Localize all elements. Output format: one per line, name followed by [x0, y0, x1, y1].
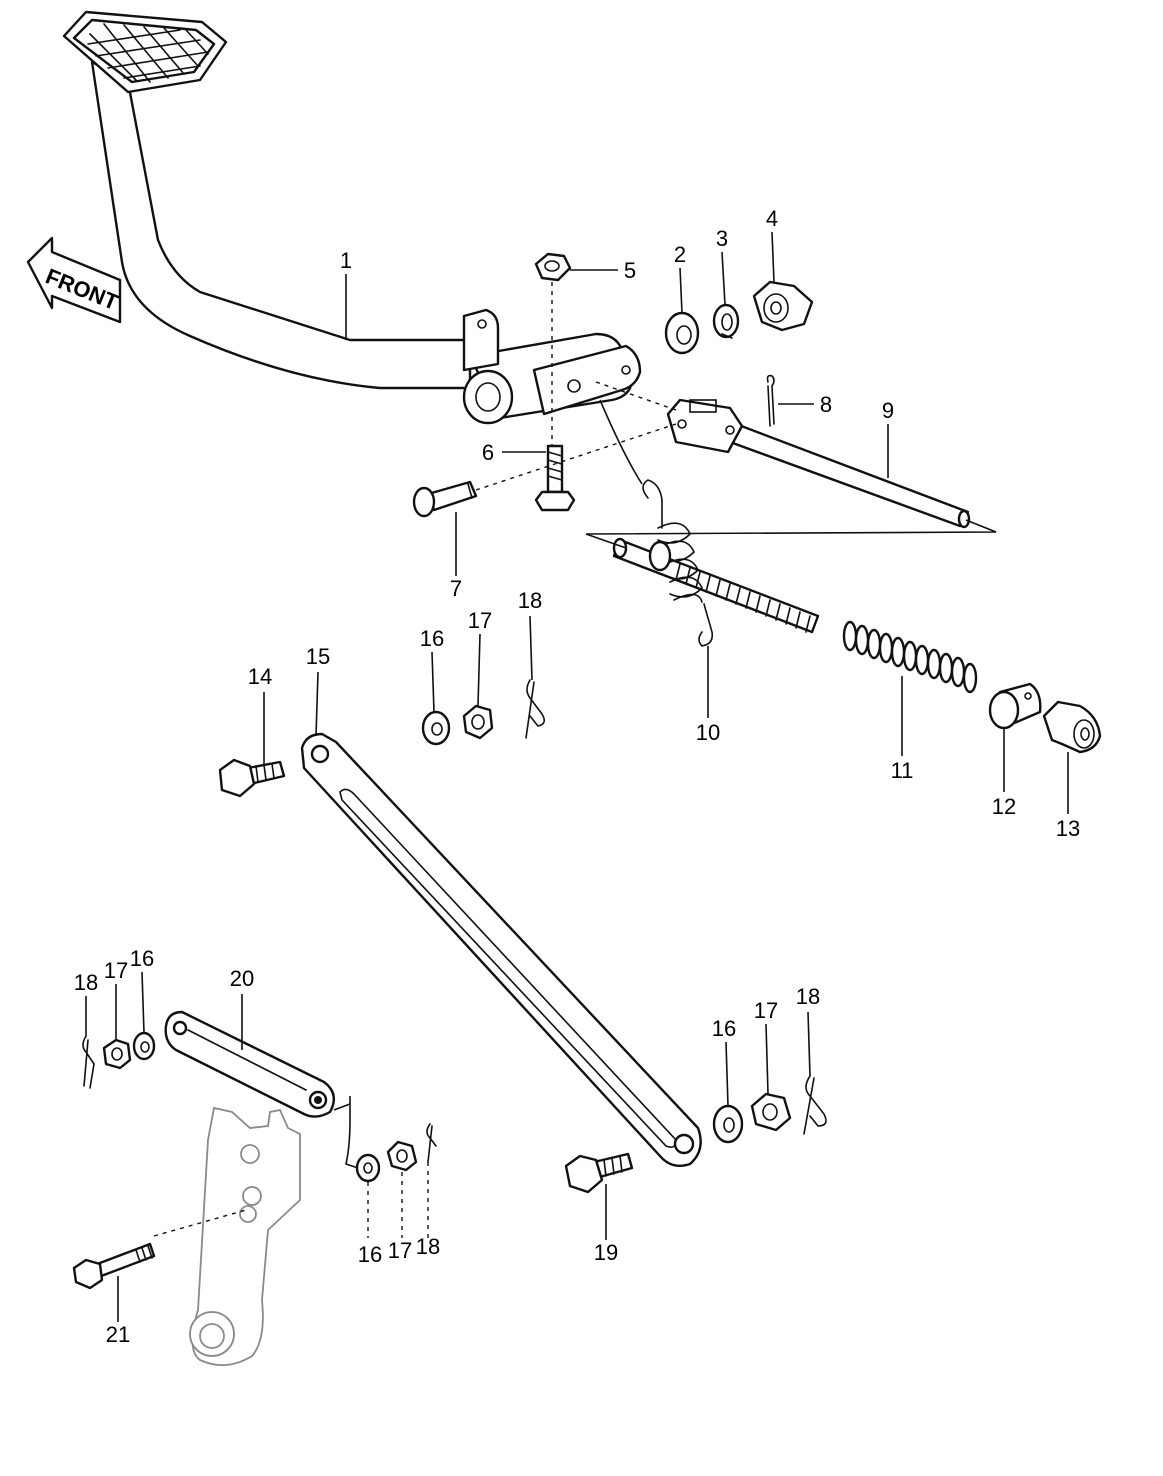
swingarm-frame-outline [189, 1106, 301, 1366]
part-washer-16-top [421, 710, 451, 746]
part-nut-17-right [750, 1092, 792, 1132]
brake-pedal [62, 10, 642, 425]
callout-18-left: 18 [74, 970, 98, 995]
callout-16-left: 16 [130, 946, 154, 971]
part-lock-washer-3 [712, 303, 740, 339]
callout-9: 9 [882, 398, 894, 423]
callout-11: 11 [891, 758, 914, 783]
part-adjusting-nut-13 [1042, 700, 1102, 754]
callout-1: 1 [340, 248, 352, 273]
part-bolt-21 [72, 1242, 156, 1290]
callout-21: 21 [106, 1322, 130, 1347]
callout-20: 20 [230, 966, 254, 991]
callout-leaders [85, 231, 1069, 1322]
pedal-foot-pad [62, 10, 228, 94]
part-bolt-6 [534, 444, 576, 512]
part-cotter-pin-8 [766, 374, 775, 427]
assembly-lines [153, 282, 997, 1238]
front-direction-arrow: FRONT [26, 236, 122, 324]
callout-6: 6 [482, 440, 494, 465]
callout-16-right: 16 [712, 1016, 736, 1041]
part-torque-link-15 [300, 732, 702, 1167]
part-bolt-14 [218, 758, 286, 798]
callout-18-bottom: 18 [416, 1234, 440, 1259]
callout-8: 8 [820, 392, 832, 417]
part-nut-5 [534, 252, 572, 282]
part-spring-11 [842, 620, 978, 694]
callout-12: 12 [992, 794, 1016, 819]
part-clevis-pin-7 [412, 480, 478, 518]
part-clip-18-bottom [426, 1123, 437, 1163]
part-nut-17-left [102, 1038, 132, 1070]
part-washer-16-right [712, 1104, 744, 1144]
callout-14: 14 [248, 664, 272, 689]
callout-15: 15 [306, 644, 330, 669]
callout-18-top: 18 [518, 588, 542, 613]
part-clip-18-left [82, 1035, 95, 1089]
part-joint-12 [988, 682, 1042, 730]
callout-17-bottom: 17 [388, 1238, 412, 1263]
part-nut-17-bottom [386, 1140, 418, 1172]
callout-18-right: 18 [796, 984, 820, 1009]
part-clip-18-top [525, 679, 546, 739]
callout-labels: 1 2 3 4 5 6 7 8 9 10 11 12 13 14 15 16 1… [74, 206, 1080, 1347]
callout-5: 5 [624, 258, 636, 283]
part-washer-16-left [132, 1031, 156, 1061]
callout-16-top: 16 [420, 626, 444, 651]
callout-7: 7 [450, 576, 462, 601]
part-brake-rod-9 [666, 398, 971, 529]
part-cap-nut-4 [752, 280, 814, 332]
callout-10: 10 [696, 720, 720, 745]
callout-3: 3 [716, 226, 728, 251]
part-washer-16-bottom [355, 1153, 381, 1183]
callout-13: 13 [1056, 816, 1080, 841]
callout-4: 4 [766, 206, 778, 231]
part-washer-2 [664, 311, 700, 355]
part-lever-20 [164, 1010, 336, 1118]
callout-17-top: 17 [468, 608, 492, 633]
part-bolt-19 [564, 1152, 634, 1194]
callout-16-bottom: 16 [358, 1242, 382, 1267]
part-nut-17-top [462, 704, 494, 740]
callout-17-right: 17 [754, 998, 778, 1023]
callout-19: 19 [594, 1240, 618, 1265]
part-clip-18-right [803, 1075, 827, 1135]
callout-17-left: 17 [104, 958, 128, 983]
part-spring-hook-10 [612, 479, 820, 647]
callout-2: 2 [674, 242, 686, 267]
